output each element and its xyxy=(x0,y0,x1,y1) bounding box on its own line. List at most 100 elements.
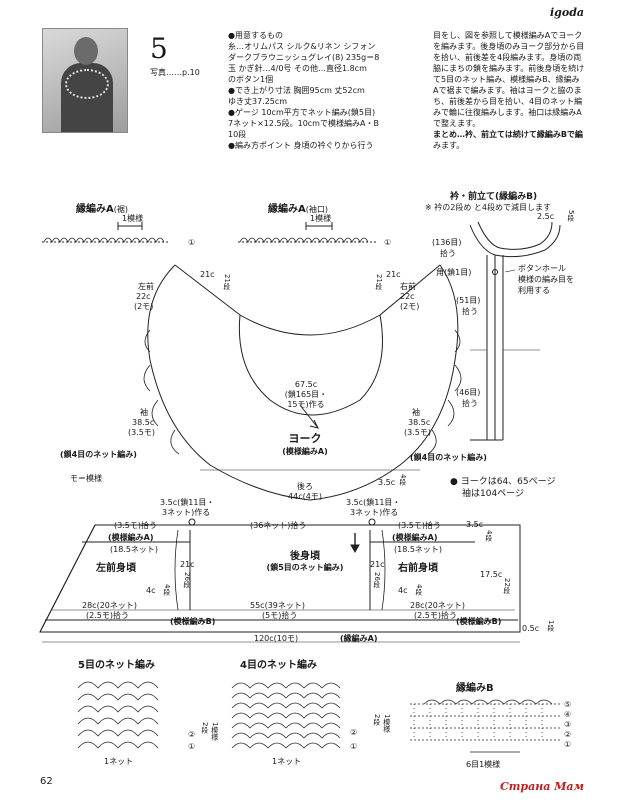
edge-b-row4: ④ xyxy=(564,710,572,719)
edge-a-cuff-chart xyxy=(238,222,376,243)
edge-b-row5: ⑤ xyxy=(564,700,572,709)
yoke-depth-left: 21c xyxy=(200,270,215,279)
collar-pick-up: 拾う xyxy=(440,249,456,258)
right-diff-depth: 3.5c xyxy=(466,520,484,529)
net5-row1: ① xyxy=(188,742,196,751)
neck-chain: (鎖165目・ xyxy=(284,390,328,399)
right-net-count: (18.5ネット) xyxy=(394,545,443,554)
materials-line: 糸…オリムパス シルク&リネン シフォン xyxy=(228,42,376,52)
edge-a-hem-repeat: 1模様 xyxy=(122,214,144,223)
right-front-width: 22c xyxy=(400,292,415,301)
right-small-depth: 4c xyxy=(398,586,408,595)
instructions-line: 目をし、図を参照して模様編みAでヨーク xyxy=(433,31,583,40)
back-width: 44c(4モ) xyxy=(288,492,322,501)
instructions-line: で整えます。 xyxy=(433,119,481,129)
neck-length: 67.5c xyxy=(294,380,318,389)
left-small-depth: 4c xyxy=(146,586,156,595)
hem-total: 120c(10モ) xyxy=(254,634,299,643)
right-body-title: 右前身頃 xyxy=(398,563,438,574)
instructions-line: 脇にまちの鎖を編みます。前後身頃を続け xyxy=(433,64,585,74)
net4-left-label: (鎖4目のネット編み) xyxy=(60,450,137,459)
gusset-right-chain: 3.5c(鎖11目・ xyxy=(346,498,401,507)
collar-title: 衿・前立て(縁編みB) xyxy=(450,192,538,202)
right-width: 28c(20ネット) xyxy=(410,601,465,610)
net4-unit: 1ネット xyxy=(272,757,302,766)
net5-repeat: 1模様 xyxy=(210,722,219,741)
side-right-rows: 26段 xyxy=(372,572,381,588)
materials-line: ダークブラウニッシュグレイ(8) 235g＝8 xyxy=(228,53,380,63)
collar-stitch-count: (136目) xyxy=(432,238,462,247)
materials-line: のボタン1個 xyxy=(228,75,274,85)
instructions-line: みます。 xyxy=(433,141,465,151)
side-left-length: 21c xyxy=(180,560,195,569)
pattern-b-label: (模様編みB) xyxy=(170,617,216,626)
hem-rows: 1段 xyxy=(546,620,555,632)
front-edge-rows: 22段 xyxy=(502,578,511,594)
right-front-repeats: (2モ) xyxy=(400,302,420,311)
back-pick: (5モ)拾う xyxy=(262,611,298,620)
hem-depth: 0.5c xyxy=(522,624,540,633)
reference-sleeve: 袖は104ページ xyxy=(462,489,524,499)
back-label: 後ろ xyxy=(297,482,313,491)
collar-note: ※ 衿の2段め と4段めで減目します xyxy=(425,203,551,212)
materials-line: ●でき上がり寸法 胸囲95cm 丈52cm xyxy=(228,86,365,96)
left-small-rows: 4段 xyxy=(162,584,171,596)
left-pattern-a: (模様編みA) xyxy=(108,533,154,542)
right-pattern-a: (模様編みA) xyxy=(392,533,438,542)
right-pick: (2.5モ)拾う xyxy=(414,611,457,620)
instructions-line: みで輪に往復編みします。袖口は縁編みA xyxy=(433,108,582,118)
instructions-line: まとめ…衿、前立ては続けて縁編みBで編 xyxy=(433,130,583,140)
instructions-block: 目をし、図を参照して模様編みAでヨーク を編みます。後身頃のみヨーク部分から目 … xyxy=(433,30,601,151)
hem-edge: (縁編みA) xyxy=(340,634,378,643)
instructions-line: Aで裾まで編みます。袖はヨークと脇のま xyxy=(433,86,582,96)
materials-block: ●用意するもの 糸…オリムパス シルク&リネン シフォン ダークブラウニッシュグ… xyxy=(228,30,428,151)
left-pick: (2.5モ)拾う xyxy=(86,611,129,620)
instructions-line: ち、前後差から目を拾い、4目のネット編 xyxy=(433,97,583,107)
sleeve-left-label: 袖 xyxy=(140,408,148,417)
sleeve-right-repeats: (3.5モ) xyxy=(404,428,431,437)
edge-b-title: 縁編みB xyxy=(456,683,494,694)
sleeve-right-width: 38.5c xyxy=(408,418,431,427)
side-right-length: 21c xyxy=(370,560,385,569)
model-photo xyxy=(42,28,128,133)
gusset-left-net: 3ネット)作る xyxy=(162,508,211,517)
collar-rows: 5段 xyxy=(566,210,575,222)
edge-b-row3: ③ xyxy=(564,720,572,729)
collar-corner: 角(鎖1目) xyxy=(436,268,472,277)
edge-a-cuff-repeat: 1模様 xyxy=(310,214,332,223)
net5-chart xyxy=(77,681,159,749)
net4-chart xyxy=(231,682,341,749)
band-51-pick: 拾う xyxy=(462,307,478,316)
left-front-label: 左前 xyxy=(138,282,154,291)
band-46-pick: 拾う xyxy=(462,399,478,408)
edge-a-hem-row: ① xyxy=(188,238,196,247)
pick-right: (3.5モ)拾う xyxy=(398,521,441,530)
edge-a-cuff-title: 縁編みA(袖口) xyxy=(268,204,328,215)
body-diagram xyxy=(39,518,521,643)
yoke-title: ヨーク xyxy=(288,432,322,445)
pick-left: (3.5モ)拾う xyxy=(114,521,157,530)
right-front-label: 右前 xyxy=(400,282,416,291)
gusset-right-net: 3ネット)作る xyxy=(350,508,399,517)
buttonhole-note-3: 利用する xyxy=(518,286,550,295)
left-front-width: 22c xyxy=(136,292,151,301)
left-net-count: (18.5ネット) xyxy=(110,545,159,554)
photo-model-head xyxy=(74,37,98,65)
watermark: Страна Мам xyxy=(500,780,584,793)
left-width: 28c(20ネット) xyxy=(82,601,137,610)
yoke-rows-left: 21段 xyxy=(222,274,231,290)
back-diff-depth: 3.5c xyxy=(378,478,396,487)
materials-line: ●ゲージ 10cm平方でネット編み(鎖5目) xyxy=(228,108,376,118)
brand-logo: igoda xyxy=(550,6,585,19)
yoke-stitch: (模様編みA) xyxy=(282,447,328,456)
back-body-stitch: (鎖5目のネット編み) xyxy=(266,563,344,572)
yoke-diagram xyxy=(143,264,462,501)
collar-diagram xyxy=(469,221,561,441)
band-51-count: (51目) xyxy=(456,296,481,305)
net5-rows: 2段 xyxy=(200,722,209,734)
side-left-rows: 26段 xyxy=(182,572,191,588)
materials-line: ●用意するもの xyxy=(228,31,283,40)
left-body-title: 左前身頃 xyxy=(96,563,136,574)
sleeve-right-label: 袖 xyxy=(412,408,420,417)
